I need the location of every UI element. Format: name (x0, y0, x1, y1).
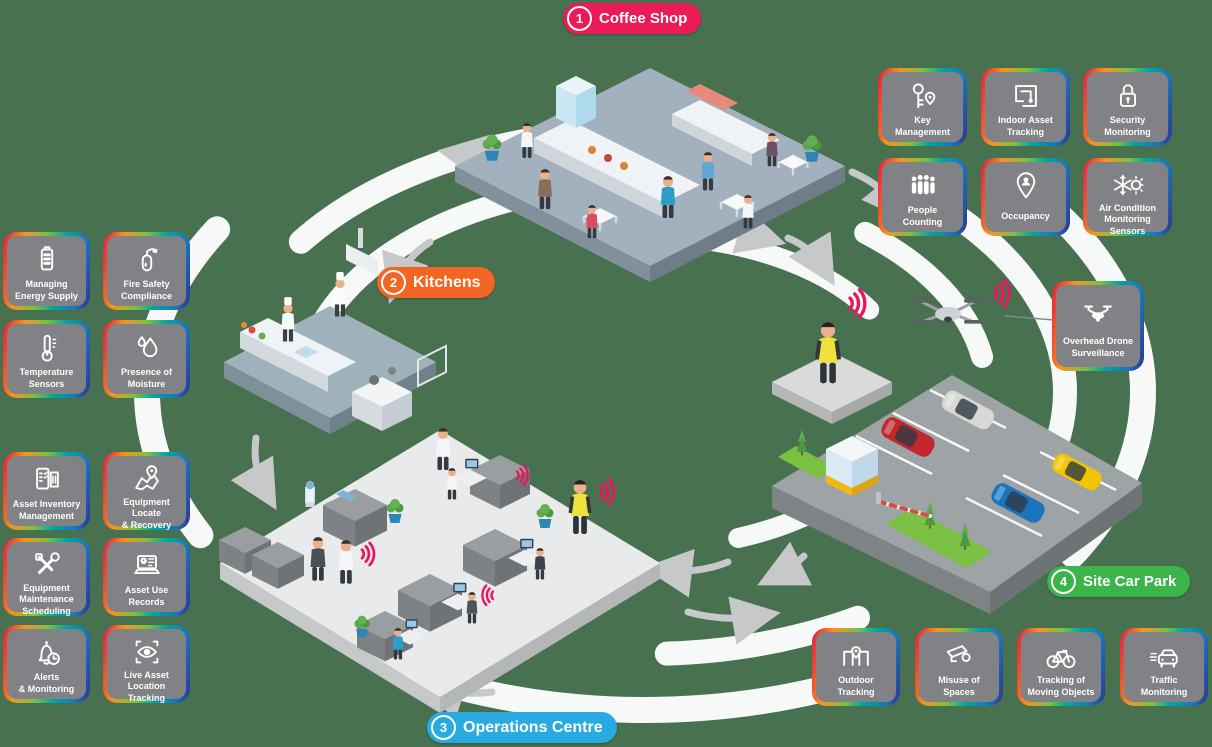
bicycle-icon (1044, 638, 1078, 674)
tile-occupancy: Occupancy (981, 158, 1070, 236)
tile-label: Key Management (894, 115, 950, 137)
radio-signal (993, 278, 1011, 308)
zone-badge-site-car-park: 4 Site Car Park (1047, 566, 1191, 597)
zone-label: Operations Centre (463, 718, 603, 736)
maze-pin-icon (1009, 78, 1043, 114)
tile-label: Traffic Monitoring (1140, 675, 1188, 697)
coffee-shop-scene (455, 68, 845, 282)
zone-number: 4 (1051, 569, 1076, 594)
tile-label: Indoor Asset Tracking (998, 115, 1053, 137)
tile-asset-inventory-management: Asset Inventory Management (3, 452, 90, 530)
zone-badge-kitchens: 2 Kitchens (377, 267, 495, 298)
tile-live-asset-location-tracking: Live Asset Location Tracking (103, 625, 190, 703)
thermometer-icon (30, 330, 64, 366)
tile-overhead-drone-surveillance: Overhead Drone Surveillance (1052, 281, 1144, 371)
bell-clock-icon (30, 635, 64, 671)
tile-misuse-of-spaces: Misuse of Spaces (915, 628, 1003, 706)
tile-outdoor-tracking: Outdoor Tracking (812, 628, 900, 706)
zone-number: 3 (431, 715, 456, 740)
people-icon (906, 168, 940, 204)
patrol-guard-platform (772, 288, 892, 424)
tile-air-condition-monitoring-sensors: Air Condition Monitoring Sensors (1083, 158, 1172, 236)
tile-label: Air Condition Monitoring Sensors (1099, 203, 1156, 236)
tile-label: Fire Safety Compliance (120, 279, 172, 301)
zone-badge-operations-centre: 3 Operations Centre (427, 712, 617, 743)
drone-icon (1078, 295, 1118, 331)
tile-label: Security Monitoring (1104, 115, 1151, 137)
fire-extinguisher-icon (130, 242, 164, 278)
tile-people-counting: People Counting (878, 158, 967, 236)
radio-signal (598, 477, 615, 506)
car-park-scene (772, 375, 1142, 614)
tile-label: Outdoor Tracking (837, 675, 875, 697)
tile-label: Alerts & Monitoring (18, 672, 75, 694)
tile-label: Equipment Locate & Recovery (121, 497, 172, 530)
tile-alerts-monitoring: Alerts & Monitoring (3, 625, 90, 703)
padlock-icon (1111, 78, 1145, 114)
traffic-cars-icon (1147, 638, 1181, 674)
tile-indoor-asset-tracking: Indoor Asset Tracking (981, 68, 1070, 146)
tile-label: Asset Use Records (124, 585, 169, 607)
zone-label: Kitchens (413, 273, 481, 291)
tile-managing-energy-supply: Managing Energy Supply (3, 232, 90, 310)
tile-fire-safety-compliance: Fire Safety Compliance (103, 232, 190, 310)
tile-label: People Counting (902, 205, 943, 227)
tools-icon (30, 548, 64, 582)
zone-number: 2 (381, 270, 406, 295)
tile-label: Misuse of Spaces (938, 675, 980, 697)
zone-number: 1 (567, 6, 592, 31)
tile-asset-use-records: Asset Use Records (103, 538, 190, 616)
battery-icon (30, 242, 64, 278)
tile-label: Occupancy (1001, 210, 1050, 221)
tile-equipment-maintenance-scheduling: Equipment Maintenance Scheduling (3, 538, 90, 616)
tile-label: Tracking of Moving Objects (1027, 675, 1095, 697)
tile-tracking-of-moving-objects: Tracking of Moving Objects (1017, 628, 1105, 706)
tile-label: Managing Energy Supply (14, 279, 78, 301)
tile-security-monitoring: Security Monitoring (1083, 68, 1172, 146)
tile-temperature-sensors: Temperature Sensors (3, 320, 90, 398)
snowflake-sun-icon (1111, 168, 1145, 202)
kitchens-scene (224, 228, 447, 434)
tile-traffic-monitoring: Traffic Monitoring (1120, 628, 1208, 706)
tile-label: Temperature Sensors (19, 367, 74, 389)
outdoor-pin-icon (839, 638, 873, 674)
tile-label: Presence of Moisture (120, 367, 173, 389)
occupancy-pin-icon (1009, 168, 1043, 204)
moisture-drops-icon (130, 330, 164, 366)
operations-centre-scene (219, 428, 660, 713)
tile-label: Overhead Drone Surveillance (1062, 336, 1134, 358)
zone-badge-coffee-shop: 1 Coffee Shop (563, 3, 702, 34)
drone-figure (910, 278, 1055, 324)
map-pin-icon (130, 462, 164, 496)
tile-key-management: Key Management (878, 68, 967, 146)
tile-label: Equipment Maintenance Scheduling (19, 583, 74, 616)
tile-presence-of-moisture: Presence of Moisture (103, 320, 190, 398)
asset-inventory-icon (30, 462, 64, 498)
tile-equipment-locate-recovery: Equipment Locate & Recovery (103, 452, 190, 530)
zone-label: Coffee Shop (599, 10, 688, 27)
tile-label: Asset Inventory Management (12, 499, 81, 521)
key-pin-icon (906, 78, 940, 114)
eye-scan-icon (130, 635, 164, 669)
guard-booth (826, 436, 878, 496)
laptop-records-icon (130, 548, 164, 584)
tile-label: Live Asset Location Tracking (124, 670, 169, 703)
cctv-icon (942, 638, 976, 674)
zone-label: Site Car Park (1083, 573, 1177, 590)
